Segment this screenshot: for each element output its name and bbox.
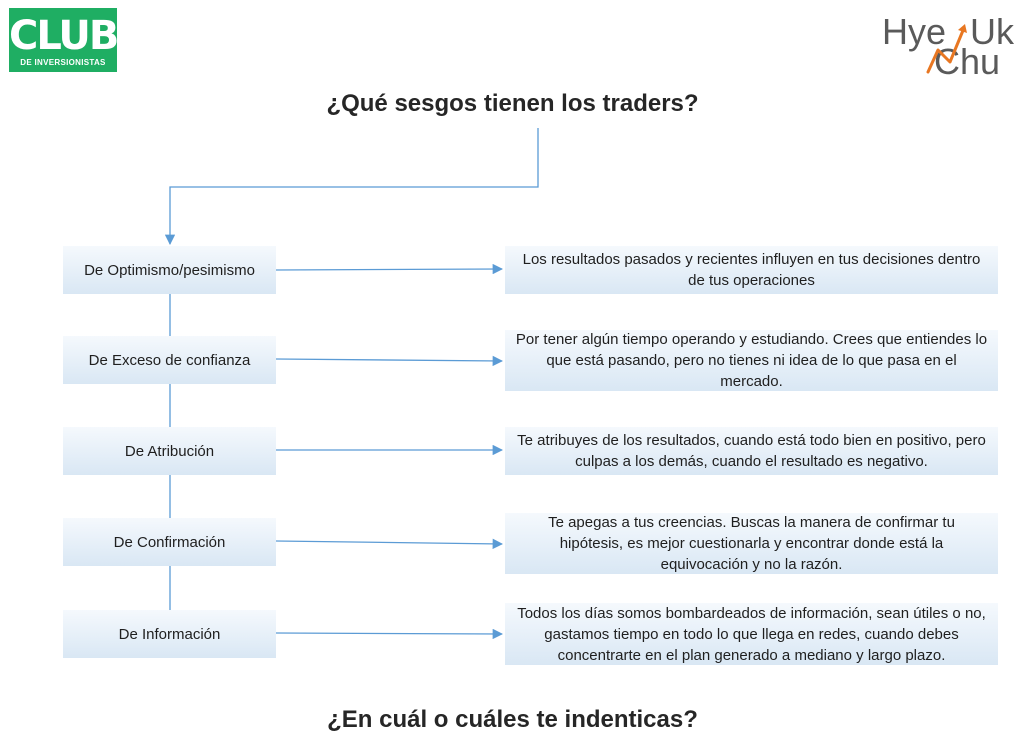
description-box-informacion: Todos los días somos bombardeados de inf… xyxy=(505,603,998,665)
bottom-question-title: ¿En cuál o cuáles te indenticas? xyxy=(327,706,698,733)
bias-box-atribucion: De Atribución xyxy=(63,427,276,475)
arrow-confirmacion xyxy=(275,538,504,550)
arrow-exceso-confianza xyxy=(275,355,504,367)
bias-box-informacion: De Información xyxy=(63,610,276,658)
arrow-informacion xyxy=(275,628,504,640)
hyeuk-logo-hye: Hye xyxy=(882,11,947,52)
club-logo-word: CLUB xyxy=(9,13,119,59)
title-to-first-box-connector xyxy=(164,128,539,246)
description-box-exceso-confianza: Por tener algún tiempo operando y estudi… xyxy=(505,330,998,391)
hyeuk-logo-chu: Chu xyxy=(934,41,1001,82)
description-box-atribucion: Te atribuyes de los resultados, cuando e… xyxy=(505,427,998,475)
hyeuk-chu-logo: Hye Uk Chu xyxy=(878,10,1020,80)
club-logo-subtitle: DE INVERSIONISTAS xyxy=(20,58,106,67)
top-question-title: ¿Qué sesgos tienen los traders? xyxy=(326,90,699,117)
bias-box-optimismo: De Optimismo/pesimismo xyxy=(63,246,276,294)
bias-box-confirmacion: De Confirmación xyxy=(63,518,276,566)
bias-box-exceso-confianza: De Exceso de confianza xyxy=(63,336,276,384)
description-box-confirmacion: Te apegas a tus creencias. Buscas la man… xyxy=(505,513,998,574)
hyeuk-logo-uk: Uk xyxy=(970,11,1014,52)
arrow-optimismo xyxy=(275,263,504,275)
description-box-optimismo: Los resultados pasados y recientes influ… xyxy=(505,246,998,294)
club-de-inversionistas-logo: CLUB DE INVERSIONISTAS xyxy=(9,8,119,72)
hyeuk-logo-arrow-icon xyxy=(926,24,967,74)
